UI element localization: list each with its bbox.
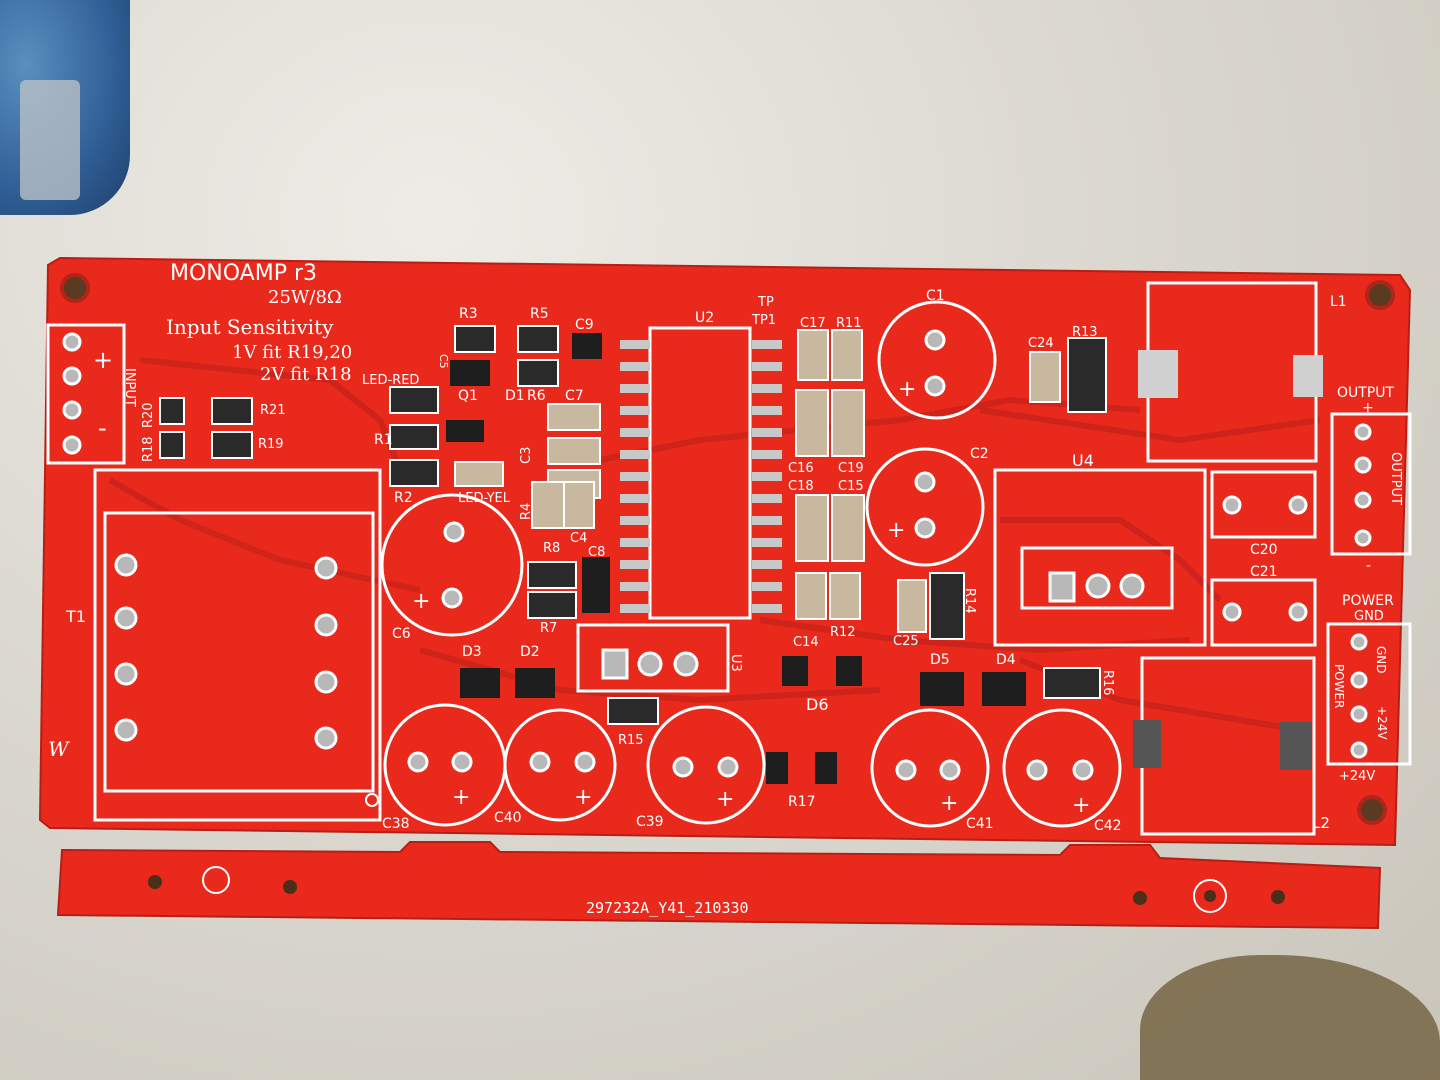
sensitivity-heading: Input Sensitivity [166, 315, 334, 339]
designator-q1: Q1 [458, 388, 478, 404]
svg-text:+: + [940, 791, 958, 816]
designator-c24: C24 [1028, 336, 1054, 351]
plus24-side-label: +24V [1375, 706, 1389, 740]
designator-r4: R4 [519, 503, 534, 520]
rail-marking: 297232A_Y41_210330 [586, 899, 749, 917]
logo-mark: W [48, 737, 70, 761]
designator-r16: R16 [1100, 670, 1115, 696]
designator-c21: C21 [1250, 564, 1278, 580]
designator-c3: C3 [519, 447, 534, 464]
designator-d2: D2 [520, 644, 540, 660]
gnd-side-label: GND [1374, 646, 1388, 674]
svg-text:+: + [898, 377, 916, 402]
designator-r2: R2 [394, 490, 413, 506]
power-gnd-heading-1: POWER [1342, 593, 1394, 609]
designator-c38: C38 [382, 816, 410, 832]
svg-text:+: + [1072, 793, 1090, 818]
designator-l2: L2 [1312, 814, 1330, 832]
designator-r15: R15 [618, 733, 644, 748]
designator-c18: C18 [788, 479, 814, 494]
designator-c19: C19 [838, 461, 864, 476]
designator-d3: D3 [462, 644, 482, 660]
designator-r21: R21 [260, 403, 286, 418]
silkscreen-outlines [46, 281, 1412, 836]
breakaway-rail [56, 841, 1382, 930]
svg-text:+: + [716, 787, 734, 812]
plus24-bottom-label: +24V [1339, 769, 1375, 784]
designator-r3: R3 [459, 306, 478, 322]
output-side-label: OUTPUT [1388, 452, 1403, 505]
board-rating: 25W/8Ω [268, 287, 342, 308]
designator-r19: R19 [258, 437, 284, 452]
designator-c15: C15 [838, 479, 864, 494]
designator-c7: C7 [565, 388, 584, 404]
designator-d6: D6 [806, 695, 829, 714]
smd-components [159, 325, 1107, 784]
output-plus: + [1362, 400, 1374, 416]
input-plus: + [93, 346, 113, 374]
designator-c8: C8 [588, 545, 605, 560]
designator-r18: R18 [141, 436, 156, 462]
input-minus: - [98, 414, 107, 442]
silkscreen-text: MONOAMP r3 25W/8Ω Input Sensitivity 1V f… [48, 261, 1403, 917]
designator-c25: C25 [893, 634, 919, 649]
designator-r13: R13 [1072, 325, 1098, 340]
designator-c41: C41 [966, 816, 994, 832]
designator-u2: U2 [695, 310, 714, 326]
designator-r1: R1 [374, 432, 393, 448]
sensitivity-2v: 2V fit R18 [260, 364, 352, 385]
sensitivity-1v: 1V fit R19,20 [232, 342, 352, 363]
designator-r17: R17 [788, 794, 816, 810]
designator-r8: R8 [543, 541, 560, 556]
designator-r12: R12 [830, 625, 856, 640]
designator-c6: C6 [392, 626, 411, 642]
svg-text:+: + [452, 785, 470, 810]
designator-d1: D1 [505, 388, 525, 404]
designator-c2: C2 [970, 446, 989, 462]
designator-c40: C40 [494, 810, 522, 826]
designator-c9: C9 [575, 317, 594, 333]
u2-pins [620, 340, 782, 613]
designator-led-red: LED-RED [362, 373, 419, 388]
blue-object-corner [0, 0, 130, 215]
designator-c42: C42 [1094, 818, 1122, 834]
designator-tp1: TP1 [751, 313, 776, 328]
board-title: MONOAMP r3 [170, 261, 317, 286]
through-hole-pads [62, 329, 1372, 781]
designator-r20: R20 [141, 402, 156, 428]
designator-c39: C39 [636, 814, 664, 830]
designator-r14: R14 [962, 588, 977, 614]
designator-d5: D5 [930, 652, 950, 668]
designator-c4: C4 [570, 531, 587, 546]
polarity-marks: + + + + + + + + [412, 377, 1090, 818]
designator-r5: R5 [530, 306, 549, 322]
output-heading: OUTPUT [1337, 385, 1395, 401]
svg-text:+: + [887, 518, 905, 543]
designator-u3: U3 [728, 654, 743, 672]
input-label: INPUT [122, 368, 137, 407]
designator-r6: R6 [527, 388, 546, 404]
designator-l1: L1 [1330, 294, 1347, 310]
svg-text:+: + [412, 589, 430, 614]
designator-r11: R11 [836, 316, 862, 331]
designator-c1: C1 [926, 288, 945, 304]
designator-d4: D4 [996, 652, 1016, 668]
output-minus: - [1366, 558, 1371, 574]
designator-c20: C20 [1250, 542, 1278, 558]
designator-u4: U4 [1072, 451, 1094, 470]
designator-c17: C17 [800, 316, 826, 331]
designator-r7: R7 [540, 621, 557, 636]
power-side-label: POWER [1332, 664, 1346, 708]
power-gnd-heading-2: GND [1354, 609, 1384, 624]
designator-led-yel: LED-YEL [458, 491, 511, 506]
designator-t1: T1 [65, 607, 86, 626]
mounting-hole [60, 273, 1395, 825]
designator-tp: TP [757, 295, 774, 310]
svg-text:+: + [574, 785, 592, 810]
designator-c14: C14 [793, 635, 819, 650]
designator-c16: C16 [788, 461, 814, 476]
designator-c5: C5 [437, 354, 450, 369]
